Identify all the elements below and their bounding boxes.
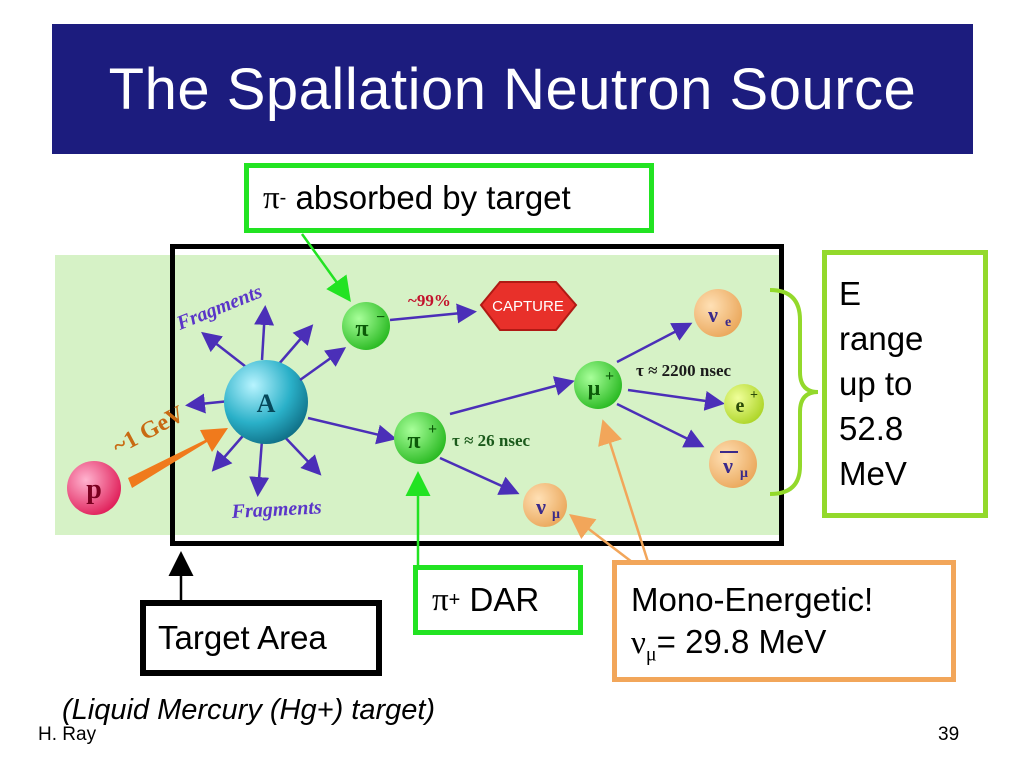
pi-minus-text: absorbed by target: [286, 179, 571, 216]
svg-text:e: e: [725, 315, 731, 330]
capture-octagon: CAPTURE: [479, 281, 578, 331]
target-material-note: (Liquid Mercury (Hg+) target): [62, 694, 436, 726]
target-area-label: Target Area: [158, 619, 327, 656]
title-bar: The Spallation Neutron Source: [52, 24, 973, 154]
pi-plus-dar-callout: π+ DAR: [413, 565, 583, 635]
proton-particle: p: [67, 461, 121, 515]
footer-author: H. Ray: [38, 724, 97, 745]
energy-range-line: 52.8: [839, 410, 904, 447]
target-area-frame: [170, 244, 784, 546]
pi-lifetime-label: τ ≈ 26 nsec: [452, 431, 531, 450]
mono-energy-text: = 29.8 MeV: [656, 623, 827, 660]
nu-e-particle: ν e: [694, 289, 742, 337]
svg-text:μ: μ: [552, 507, 560, 522]
svg-text:A: A: [257, 389, 276, 418]
slide-title: The Spallation Neutron Source: [108, 56, 917, 122]
beam-energy-label: ~1 GeV: [109, 401, 190, 460]
nu-mu-from-pion-particle: ν μ: [523, 483, 567, 527]
decay-arrows: [299, 303, 725, 495]
pi-symbol: π: [263, 179, 280, 216]
energy-range-line: up to: [839, 365, 913, 402]
svg-text:CAPTURE: CAPTURE: [492, 298, 564, 315]
pi-minus-callout: π- absorbed by target: [244, 163, 654, 233]
mu-lifetime-label: τ ≈ 2200 nsec: [636, 361, 732, 380]
target-area-callout: Target Area: [140, 600, 382, 676]
mu-subscript: μ: [645, 643, 657, 666]
svg-text:μ: μ: [740, 466, 748, 481]
pi-plus-sign: +: [448, 588, 461, 611]
svg-text:+: +: [605, 368, 614, 385]
energy-range-line: range: [839, 320, 924, 357]
energy-range-line: E: [839, 275, 862, 312]
svg-text:ν: ν: [707, 302, 718, 327]
anti-nu-mu-particle: ν μ: [709, 440, 757, 488]
positron-particle: e +: [724, 384, 764, 424]
pi-plus-text: DAR: [460, 581, 540, 618]
svg-text:+: +: [750, 388, 758, 403]
muon-particle: μ +: [574, 361, 622, 409]
energy-brace: [769, 288, 819, 496]
svg-text:π: π: [355, 316, 368, 342]
beam-arrow: [128, 428, 228, 488]
pi-plus-particle: π +: [394, 412, 446, 464]
svg-text:ν: ν: [722, 453, 733, 478]
mono-pointer-nu-mu: [569, 513, 633, 563]
fragments-top-label: Fragments: [173, 280, 266, 335]
pi-minus-particle: π −: [342, 302, 390, 350]
pi-minus-pointer: [300, 233, 351, 303]
svg-text:ν: ν: [535, 494, 546, 519]
svg-text:π: π: [407, 428, 420, 454]
mono-energetic-callout: Mono-Energetic! νμ= 29.8 MeV: [612, 560, 956, 682]
target-nucleus: A: [224, 360, 308, 444]
svg-text:+: +: [428, 421, 437, 438]
fragments-bottom-label: Fragments: [230, 496, 322, 523]
mono-energetic-title: Mono-Energetic!: [631, 581, 874, 618]
capture-fraction-label: ~99%: [408, 291, 451, 310]
svg-text:μ: μ: [588, 375, 601, 400]
page-number: 39: [938, 724, 960, 745]
mono-energetic-value: νμ= 29.8 MeV: [631, 621, 951, 676]
nu-symbol: ν: [631, 625, 646, 661]
pi-symbol: π: [432, 581, 449, 618]
mono-pointer-muon: [598, 419, 650, 563]
svg-text:e: e: [736, 395, 745, 417]
svg-text:p: p: [86, 474, 102, 505]
energy-range-line: MeV: [839, 455, 907, 492]
svg-text:−: −: [376, 309, 385, 326]
pi-minus-sign: -: [279, 186, 287, 209]
